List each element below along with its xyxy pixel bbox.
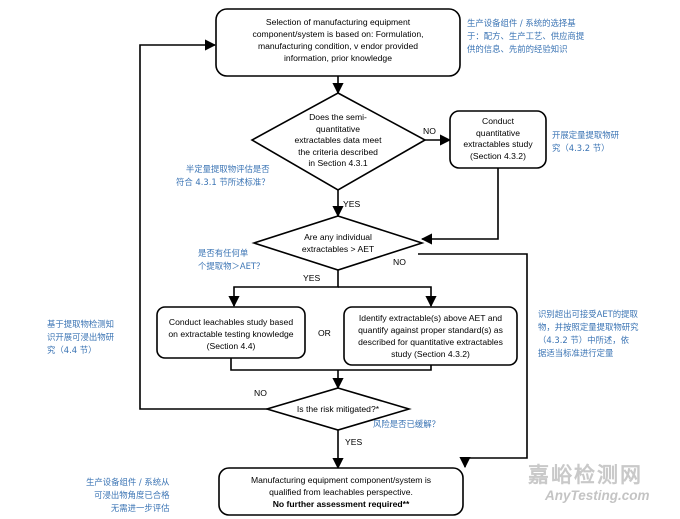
annotation-line: 是否有任何单 — [198, 248, 249, 258]
flowchart-shapes — [156, 8, 547, 516]
conduct-quant-line: quantitative — [476, 127, 520, 138]
leachables-text: Conduct leachables study based on extrac… — [157, 316, 305, 352]
annotation-line: 风险是否已缓解？ — [373, 419, 440, 429]
start-line: manufacturing condition, v endor provide… — [257, 41, 419, 51]
start-box-text: Selection of manufacturing equipment com… — [216, 16, 460, 64]
annotation-line: 基于提取物检测知 — [47, 319, 114, 329]
annotation-decision1: 半定量提取物评估是否 符合 4.3.1 节所述标准？ — [176, 163, 270, 189]
leachables-line: Conduct leachables study based — [168, 317, 294, 327]
annotation-line: 究（4.3.2 节） — [552, 143, 610, 153]
annotation-line: 个提取物＞AET？ — [198, 261, 265, 271]
label-or: OR — [318, 328, 331, 338]
decision3-line: Is the risk mitigated?* — [296, 404, 380, 414]
decision2-diamond — [251, 215, 425, 271]
annotation-line: 可浸出物角度已合格 — [94, 490, 170, 500]
conduct-quant-box — [449, 110, 547, 169]
start-line: component/system is based on: Formulatio… — [252, 29, 424, 39]
conduct-quant-line: (Section 4.3.2) — [470, 150, 526, 161]
end-line-bold: No further assessment required** — [272, 499, 410, 509]
annotation-line: 于：配方、生产工艺、供应商提 — [467, 31, 585, 41]
leachables-line: (Section 4.4) — [206, 341, 256, 351]
label-yes-decision2: YES — [303, 273, 321, 283]
start-box — [215, 8, 461, 77]
annotation-line: 生产设备组件 / 系统的选择基 — [467, 18, 576, 28]
annotation-line: 究（4.4 节） — [47, 345, 97, 355]
label-no-decision3: NO — [254, 388, 267, 398]
annotation-identify: 识别超出可接受AET的提取 物，并按照定量提取物研究 （4.3.2 节）中所述，… — [538, 308, 639, 360]
decision2-line: extractables > AET — [301, 244, 375, 254]
end-box-text: Manufacturing equipment component/system… — [219, 474, 463, 510]
label-no-decision1: NO — [423, 126, 436, 136]
decision3-diamond — [264, 387, 412, 431]
decision3-text: Is the risk mitigated?* — [268, 403, 408, 415]
annotation-line: 开展定量提取物研 — [552, 130, 619, 140]
decision1-line: in Section 4.3.1 — [308, 158, 368, 168]
identify-line: quantify against proper standard(s) as — [358, 325, 503, 335]
annotation-line: 物，并按照定量提取物研究 — [538, 322, 639, 332]
decision2-line: Are any individual — [304, 232, 372, 242]
annotation-line: （4.3.2 节）中所述，依 — [538, 335, 629, 345]
annotation-line: 据适当标准进行定量 — [538, 348, 614, 358]
annotation-line: 无需进一步评估 — [110, 503, 170, 513]
connector-lines — [139, 39, 528, 470]
decision1-diamond — [250, 92, 427, 191]
label-no-decision2: NO — [393, 257, 406, 267]
annotation-line: 识开展可浸出物研 — [47, 332, 114, 342]
decision1-text: Does the semi- quantitative extractables… — [278, 112, 398, 170]
identify-text: Identify extractable(s) above AET and qu… — [344, 312, 517, 360]
annotation-decision2: 是否有任何单 个提取物＞AET？ — [198, 247, 264, 273]
label-yes-decision3: YES — [345, 437, 363, 447]
annotation-line: 半定量提取物评估是否 — [185, 164, 270, 174]
leachables-line: on extractable testing knowledge — [168, 329, 294, 339]
start-line: information, prior knowledge — [284, 53, 392, 63]
start-line: Selection of manufacturing equipment — [265, 17, 411, 27]
annotation-start: 生产设备组件 / 系统的选择基 于：配方、生产工艺、供应商提 供的信息、先前的经… — [467, 17, 584, 56]
annotation-quant: 开展定量提取物研 究（4.3.2 节） — [552, 129, 619, 155]
decision1-line: the criteria described — [298, 146, 378, 157]
identify-line: Identify extractable(s) above AET and — [358, 313, 503, 323]
decision1-line: extractables data meet — [294, 135, 382, 145]
end-line: Manufacturing equipment component/system… — [250, 475, 432, 485]
end-box — [218, 467, 464, 516]
end-line: qualified from leachables perspective. — [269, 487, 413, 497]
decision2-text: Are any individual extractables > AET — [268, 231, 408, 255]
annotation-line: 供的信息、先前的经验知识 — [467, 44, 568, 54]
annotation-line: 符合 4.3.1 节所述标准？ — [176, 177, 270, 187]
decision1-line: quantitative — [316, 123, 360, 134]
conduct-quant-text: Conduct quantitative extractables study … — [450, 116, 546, 162]
label-yes-decision1: YES — [343, 199, 361, 209]
watermark-en: AnyTesting.com — [545, 488, 650, 503]
identify-box — [343, 306, 518, 366]
leachables-box — [156, 306, 306, 359]
annotation-end: 生产设备组件 / 系统从 可浸出物角度已合格 无需进一步评估 — [86, 476, 170, 515]
watermark-cn: 嘉峪检测网 — [528, 463, 643, 487]
decision1-line: Does the semi- — [309, 112, 367, 122]
identify-line: described for quantitative extractables — [358, 337, 503, 347]
conduct-quant-line: extractables study — [463, 139, 533, 149]
conduct-quant-line: Conduct — [481, 116, 514, 126]
annotation-line: 识别超出可接受AET的提取 — [538, 309, 638, 319]
annotation-leach: 基于提取物检测知 识开展可浸出物研 究（4.4 节） — [47, 318, 114, 357]
annotation-decision3: 风险是否已缓解？ — [373, 418, 440, 431]
identify-line: study (Section 4.3.2) — [391, 349, 470, 359]
annotation-line: 生产设备组件 / 系统从 — [86, 477, 170, 487]
